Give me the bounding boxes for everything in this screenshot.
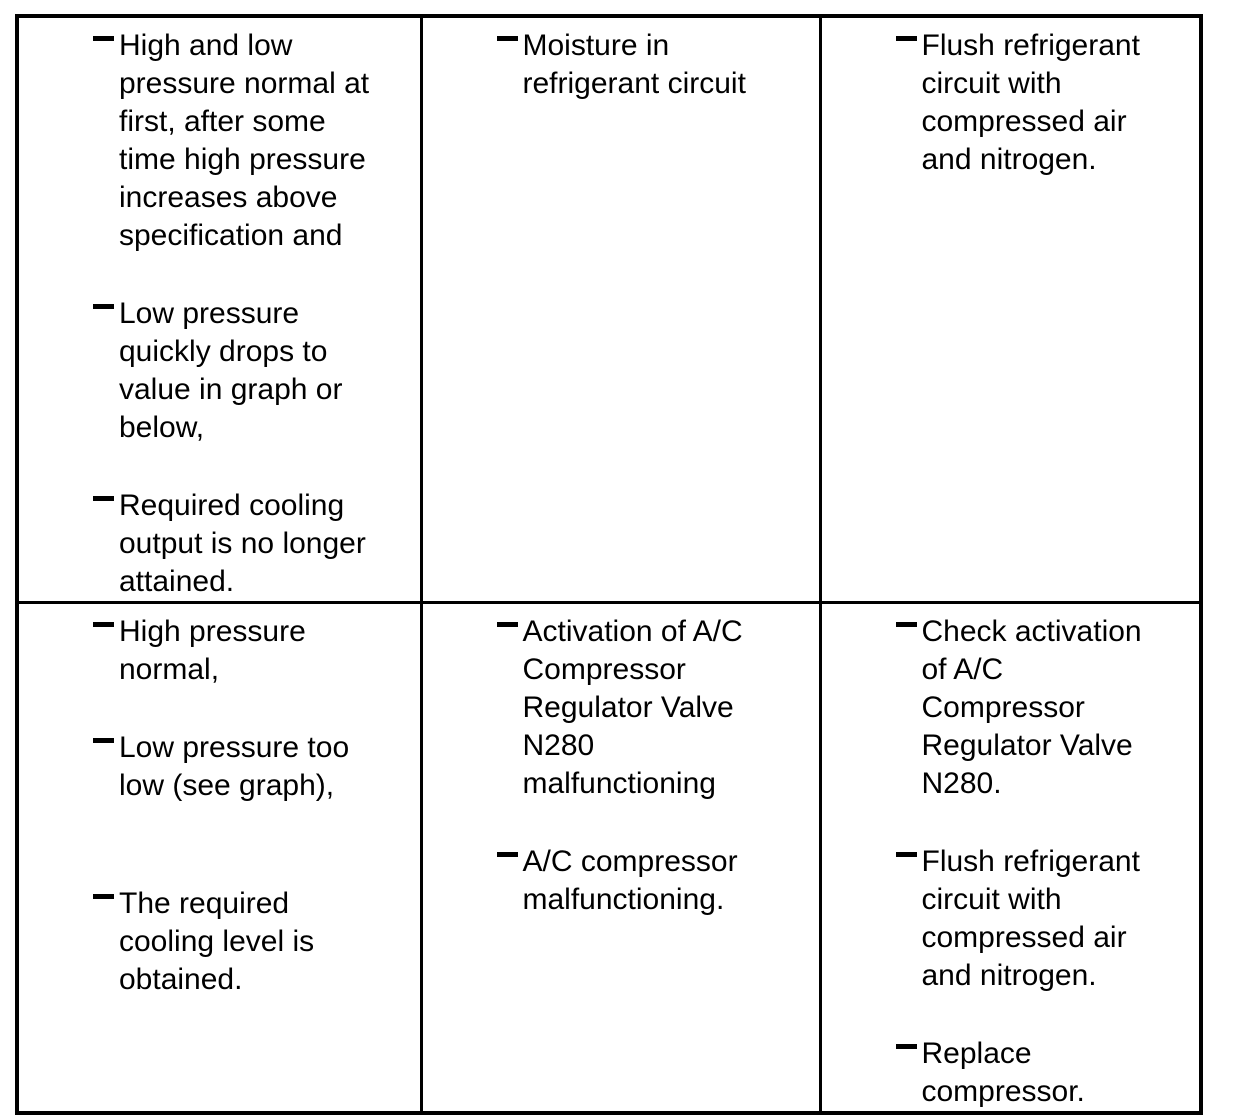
dash-bullet-icon	[895, 622, 917, 627]
dash-bullet-icon	[93, 738, 114, 743]
bullet-text: Activation of A/C Compressor Regulator V…	[522, 615, 743, 800]
dash-bullet-icon	[93, 622, 114, 627]
dash-bullet-icon	[496, 852, 518, 857]
list-item: Low pressure too low (see graph),	[93, 729, 412, 805]
cell-remedies-row1: Flush refrigerant circuit with compresse…	[818, 14, 1203, 604]
list-item: Replace compressor.	[895, 1035, 1192, 1111]
cell-symptoms-row1: High and low pressure normal at first, a…	[15, 14, 423, 604]
bullet-text: Flush refrigerant circuit with compresse…	[921, 29, 1140, 176]
list-item: High and low pressure normal at first, a…	[93, 27, 412, 255]
dash-bullet-icon	[895, 1044, 917, 1049]
list-item: The required cooling level is obtained.	[93, 885, 412, 999]
table-row-2: High pressure normal, Low pressure too l…	[15, 601, 1203, 1115]
list-item: Activation of A/C Compressor Regulator V…	[496, 613, 811, 803]
bullet-text: Moisture in refrigerant circuit	[522, 29, 746, 100]
bullet-text: Low pressure too low (see graph),	[119, 731, 350, 802]
cell-causes-row2: Activation of A/C Compressor Regulator V…	[419, 601, 822, 1115]
bullet-text: Required cooling output is no longer att…	[119, 489, 366, 598]
dash-bullet-icon	[895, 852, 917, 857]
bullet-text: The required cooling level is obtained.	[119, 887, 315, 996]
table-row-1: High and low pressure normal at first, a…	[15, 14, 1203, 604]
bullet-text: Check activation of A/C Compressor Regul…	[921, 615, 1142, 800]
list-item: Moisture in refrigerant circuit	[496, 27, 811, 103]
dash-bullet-icon	[496, 36, 518, 41]
bullet-text: High and low pressure normal at first, a…	[119, 29, 370, 252]
dash-bullet-icon	[93, 36, 114, 41]
list-item: Flush refrigerant circuit with compresse…	[895, 843, 1192, 995]
list-item: Check activation of A/C Compressor Regul…	[895, 613, 1192, 803]
bullet-text: High pressure normal,	[119, 615, 306, 686]
dash-bullet-icon	[93, 894, 114, 899]
list-item: A/C compressor malfunctioning.	[496, 843, 811, 919]
dash-bullet-icon	[93, 304, 114, 309]
dash-bullet-icon	[895, 36, 917, 41]
list-item: Required cooling output is no longer att…	[93, 487, 412, 601]
list-item: High pressure normal,	[93, 613, 412, 689]
bullet-text: A/C compressor malfunctioning.	[522, 845, 738, 916]
cell-causes-row1: Moisture in refrigerant circuit	[419, 14, 822, 604]
dash-bullet-icon	[496, 622, 518, 627]
list-item: Flush refrigerant circuit with compresse…	[895, 27, 1192, 179]
bullet-text: Flush refrigerant circuit with compresse…	[921, 845, 1140, 992]
bullet-text: Low pressure quickly drops to value in g…	[119, 297, 343, 444]
dash-bullet-icon	[93, 496, 114, 501]
bullet-text: Replace compressor.	[921, 1037, 1085, 1108]
cell-symptoms-row2: High pressure normal, Low pressure too l…	[15, 601, 423, 1115]
cell-remedies-row2: Check activation of A/C Compressor Regul…	[818, 601, 1203, 1115]
troubleshooting-table: High and low pressure normal at first, a…	[15, 14, 1203, 1115]
list-item: Low pressure quickly drops to value in g…	[93, 295, 412, 447]
